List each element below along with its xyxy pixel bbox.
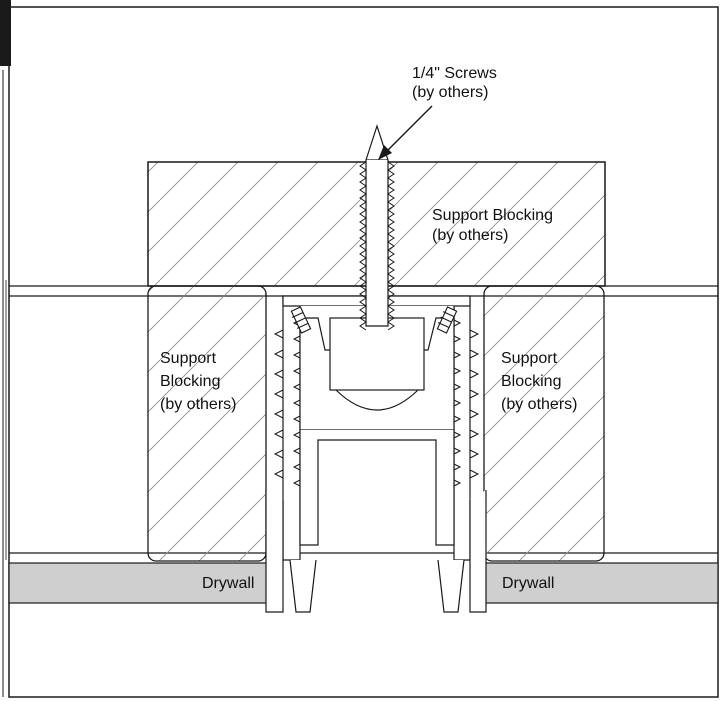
- set-screw-right: [436, 306, 458, 334]
- drywall-left-label: Drywall: [202, 575, 254, 592]
- screw-threads: [359, 161, 395, 331]
- right-block-label-line1: Support: [501, 350, 558, 367]
- screws-label-line2: (by others): [412, 84, 488, 101]
- set-screw-left: [290, 306, 312, 334]
- left-block-label-line3: (by others): [160, 396, 236, 413]
- drywall-right: [477, 562, 719, 604]
- teeth-right: [453, 319, 480, 487]
- screws-label-line1: 1/4" Screws: [412, 65, 497, 82]
- top-block-label-line1: Support Blocking: [432, 207, 553, 224]
- left-block-label-line1: Support: [160, 350, 217, 367]
- right-block-label-line2: Blocking: [501, 373, 561, 390]
- left-block-label-line2: Blocking: [160, 373, 220, 390]
- drywall-left: [8, 562, 274, 604]
- teeth-left: [273, 319, 301, 487]
- top-block-label-line2: (by others): [432, 227, 508, 244]
- right-support-blocking: [483, 285, 605, 562]
- right-block-label-line3: (by others): [501, 396, 577, 413]
- drywall-right-label: Drywall: [502, 575, 554, 592]
- leader-arrow: [378, 105, 433, 160]
- corner-tab: [0, 0, 11, 66]
- left-support-blocking: [147, 285, 267, 562]
- joint-extrusion: [265, 295, 487, 613]
